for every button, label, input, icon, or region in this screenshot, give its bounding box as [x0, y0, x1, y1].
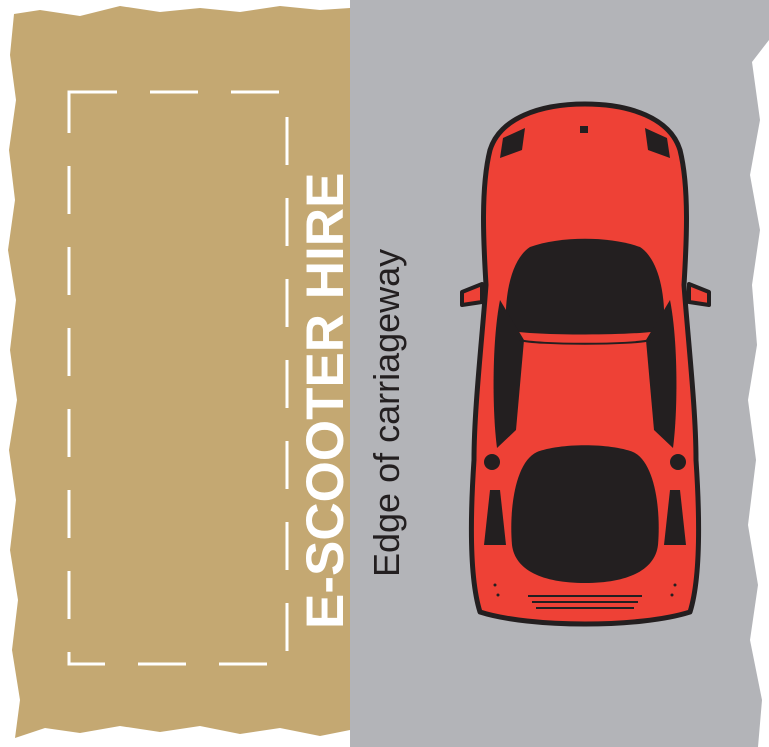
- sports-car-top-view-icon: [462, 104, 709, 624]
- car-windscreen: [506, 239, 665, 335]
- bay-label: E-SCOOTER HIRE: [296, 173, 355, 629]
- carriageway-edge-label: Edge of carriageway: [366, 249, 407, 577]
- car-engine-cover: [511, 445, 658, 583]
